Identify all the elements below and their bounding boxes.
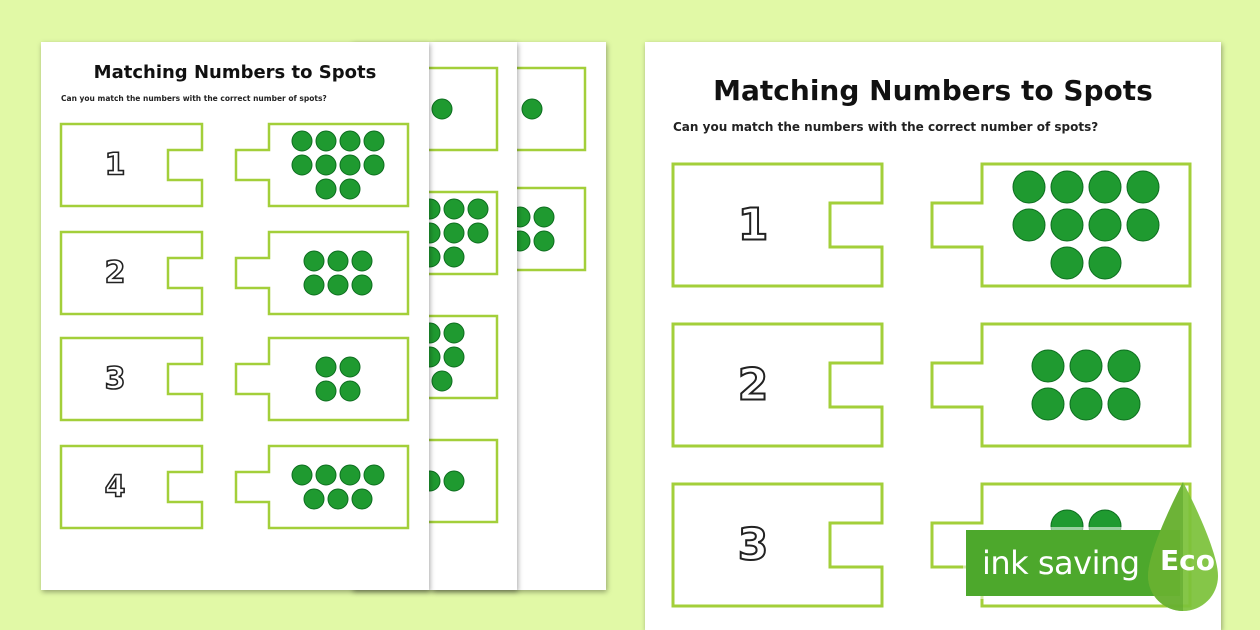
- ink-saving-label: ink saving: [982, 544, 1140, 582]
- number-label: 4: [105, 470, 126, 505]
- spot: [339, 356, 361, 378]
- eco-label: Eco: [1160, 544, 1215, 577]
- spot: [315, 356, 337, 378]
- spot: [315, 154, 337, 176]
- spot: [1126, 208, 1160, 242]
- spot: [443, 222, 465, 244]
- spot: [1088, 246, 1122, 280]
- spot: [315, 380, 337, 402]
- spot: [315, 178, 337, 200]
- number-label: 1: [105, 148, 126, 183]
- puzzle-pieces-small: 1 2 3 4: [59, 122, 410, 530]
- spots-piece: [234, 444, 410, 530]
- spot: [363, 130, 385, 152]
- spot: [327, 488, 349, 510]
- number-piece: [671, 322, 884, 448]
- eco-leaf-icon: [1148, 482, 1218, 611]
- spot: [327, 274, 349, 296]
- spots-piece: [234, 230, 410, 316]
- puzzle-pieces-large: 1 2 3: [671, 162, 1192, 608]
- spot: [1088, 170, 1122, 204]
- spot: [467, 198, 489, 220]
- spot: [1126, 170, 1160, 204]
- spot: [1069, 349, 1103, 383]
- worksheet-subtitle: Can you match the numbers with the corre…: [61, 94, 327, 103]
- spot: [303, 274, 325, 296]
- spot: [1031, 387, 1065, 421]
- number-label: 3: [105, 362, 126, 397]
- number-piece: [59, 336, 204, 422]
- spots-piece: [930, 322, 1192, 448]
- spot: [351, 488, 373, 510]
- spot: [431, 98, 453, 120]
- spot: [443, 198, 465, 220]
- spot: [1107, 387, 1141, 421]
- number-piece: [671, 482, 884, 608]
- number-piece: [59, 444, 204, 530]
- spot: [1107, 349, 1141, 383]
- spot: [291, 464, 313, 486]
- spot: [339, 178, 361, 200]
- ink-saving-badge: ink saving: [966, 530, 1180, 596]
- spot: [351, 274, 373, 296]
- spot: [291, 130, 313, 152]
- spots-piece: [234, 336, 410, 422]
- worksheet-subtitle-large: Can you match the numbers with the corre…: [673, 120, 1099, 134]
- number-label: 2: [738, 360, 769, 411]
- spot: [533, 230, 555, 252]
- spot: [1069, 387, 1103, 421]
- spot: [443, 246, 465, 268]
- number-piece: [671, 162, 884, 288]
- spot: [327, 250, 349, 272]
- spot: [533, 206, 555, 228]
- spot: [443, 346, 465, 368]
- spot: [467, 222, 489, 244]
- spot: [315, 464, 337, 486]
- eco-drop-icon: Eco: [1138, 478, 1228, 622]
- spot: [443, 470, 465, 492]
- spot: [1031, 349, 1065, 383]
- number-piece: [59, 122, 204, 208]
- spot: [339, 380, 361, 402]
- spot: [1012, 208, 1046, 242]
- spot: [1012, 170, 1046, 204]
- worksheet-preview-small: Matching Numbers to Spots Can you match …: [41, 42, 429, 590]
- spot: [1088, 208, 1122, 242]
- spot: [443, 322, 465, 344]
- spot: [1050, 170, 1084, 204]
- spot: [1050, 246, 1084, 280]
- number-label: 3: [738, 520, 769, 571]
- worksheet-title-large: Matching Numbers to Spots: [713, 74, 1153, 107]
- worksheet-title: Matching Numbers to Spots: [93, 62, 377, 83]
- spot: [1050, 208, 1084, 242]
- spot: [339, 464, 361, 486]
- number-label: 2: [105, 256, 126, 291]
- spot: [363, 464, 385, 486]
- spot: [521, 98, 543, 120]
- spot: [303, 488, 325, 510]
- spot: [363, 154, 385, 176]
- spot: [351, 250, 373, 272]
- number-label: 1: [738, 200, 769, 251]
- spot: [431, 370, 453, 392]
- spot: [303, 250, 325, 272]
- spot: [339, 154, 361, 176]
- spot: [315, 130, 337, 152]
- spot: [339, 130, 361, 152]
- spot: [291, 154, 313, 176]
- number-piece: [59, 230, 204, 316]
